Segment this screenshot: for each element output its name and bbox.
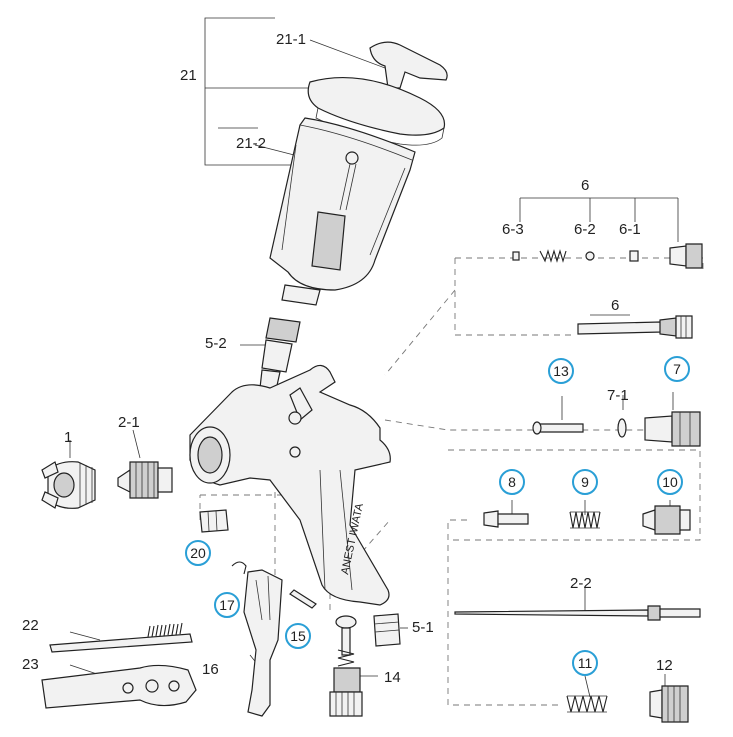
- part-22-brush: [49, 622, 193, 653]
- label-21-2: 21-2: [236, 135, 267, 152]
- part-11-spring: [566, 695, 608, 713]
- part-5-1-fitting: [373, 613, 401, 647]
- fluid-needle: [454, 605, 701, 621]
- label-1: 1: [64, 429, 73, 446]
- callout-9: 9: [572, 469, 598, 495]
- callout-7: 7: [664, 356, 690, 382]
- part-16-trigger: [243, 569, 283, 717]
- label-6-3: 6-3: [502, 221, 524, 238]
- label-6-2: 6-2: [574, 221, 596, 238]
- part-8-pin: [483, 510, 529, 528]
- label-5-2: 5-2: [205, 335, 227, 352]
- cup-joint-fitting: [259, 317, 301, 391]
- label-16: 16: [202, 661, 219, 678]
- part-10-adjuster: [642, 505, 691, 535]
- label-22: 22: [22, 617, 39, 634]
- part-17-clip: [231, 561, 247, 575]
- label-6-rod: 6: [611, 297, 620, 314]
- callout-10: 10: [657, 469, 683, 495]
- part-7-valve: [644, 411, 701, 447]
- part-14-air-valve: [329, 615, 363, 717]
- part-13-pin: [532, 421, 584, 435]
- callout-17: 17: [214, 592, 240, 618]
- air-cap: [41, 461, 96, 509]
- part-15-pin: [289, 589, 317, 609]
- label-5-1: 5-1: [412, 619, 434, 636]
- label-21: 21: [180, 67, 197, 84]
- callout-20: 20: [185, 540, 211, 566]
- part-9-spring: [569, 511, 601, 529]
- label-2-2: 2-2: [570, 575, 592, 592]
- callout-11: 11: [572, 650, 598, 676]
- callout-8: 8: [499, 469, 525, 495]
- label-2-1: 2-1: [118, 414, 140, 431]
- callout-13: 13: [548, 358, 574, 384]
- spray-gun-body: ANEST IWATA: [189, 364, 391, 606]
- label-12: 12: [656, 657, 673, 674]
- part-12-knob: [649, 685, 689, 723]
- label-7-1: 7-1: [607, 387, 629, 404]
- part-20-fitting: [199, 509, 229, 533]
- callout-15: 15: [285, 623, 311, 649]
- label-23: 23: [22, 656, 39, 673]
- fluid-nozzle: [117, 461, 173, 499]
- cup-lid-knob: [369, 41, 448, 89]
- label-6-1: 6-1: [619, 221, 641, 238]
- paint-cup: [269, 117, 416, 306]
- part-23-spanner: [41, 664, 197, 709]
- label-14: 14: [384, 669, 401, 686]
- air-valve-parts: [512, 243, 703, 339]
- label-21-1: 21-1: [276, 31, 307, 48]
- label-6-group: 6: [581, 177, 590, 194]
- part-7-1-seal: [617, 418, 627, 438]
